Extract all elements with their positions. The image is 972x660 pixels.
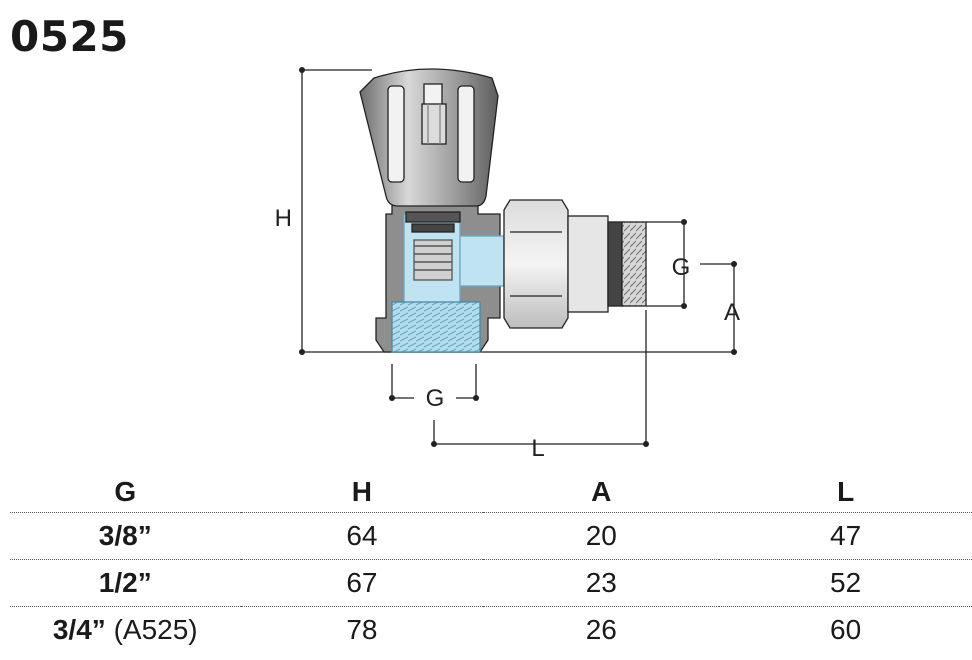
- column-header-g: G: [114, 476, 137, 507]
- cell-g: 3/8”: [10, 512, 241, 560]
- model-note: (A525): [113, 614, 198, 645]
- column-header-a: A: [591, 476, 612, 507]
- dim-label-h: H: [275, 205, 292, 232]
- dim-label-g-side: G: [672, 254, 691, 281]
- cell-a: 20: [483, 512, 720, 560]
- cell-g: 1/2”: [10, 559, 241, 607]
- g-size: 3/4”: [52, 614, 106, 645]
- column-header-l: L: [837, 476, 855, 507]
- handwheel-cap: [359, 68, 499, 207]
- cell-a: 26: [483, 606, 720, 653]
- cell-l: 47: [719, 512, 972, 560]
- dim-label-g-bottom: G: [426, 385, 445, 412]
- table-row: 3/8” 64 20 47: [10, 512, 972, 560]
- valve-body: [375, 193, 505, 353]
- table-header-row: G H A L: [10, 472, 972, 513]
- table-row: 1/2” 67 23 52: [10, 559, 972, 607]
- valve-technical-drawing: H G A G L: [275, 67, 740, 462]
- cell-h: 64: [240, 512, 484, 560]
- dim-label-l: L: [531, 435, 544, 462]
- cell-a: 23: [483, 559, 720, 607]
- product-code: 0525: [10, 12, 129, 61]
- cell-l: 52: [719, 559, 972, 607]
- dimensions-table: G H A L 3/8” 64 20 47 1/2” 67 23 52 3/4”…: [10, 472, 972, 653]
- union-connector: [503, 199, 647, 329]
- table-row: 3/4” (A525) 78 26 60: [10, 606, 972, 653]
- g-size: 1/2”: [98, 567, 152, 598]
- cell-h: 78: [240, 606, 484, 653]
- cell-h: 67: [240, 559, 484, 607]
- dim-label-a: A: [724, 299, 740, 326]
- cell-l: 60: [719, 606, 972, 653]
- g-size: 3/8”: [98, 520, 152, 551]
- cell-g: 3/4” (A525): [10, 606, 241, 653]
- column-header-h: H: [351, 476, 373, 507]
- dimension-dots: [299, 67, 737, 447]
